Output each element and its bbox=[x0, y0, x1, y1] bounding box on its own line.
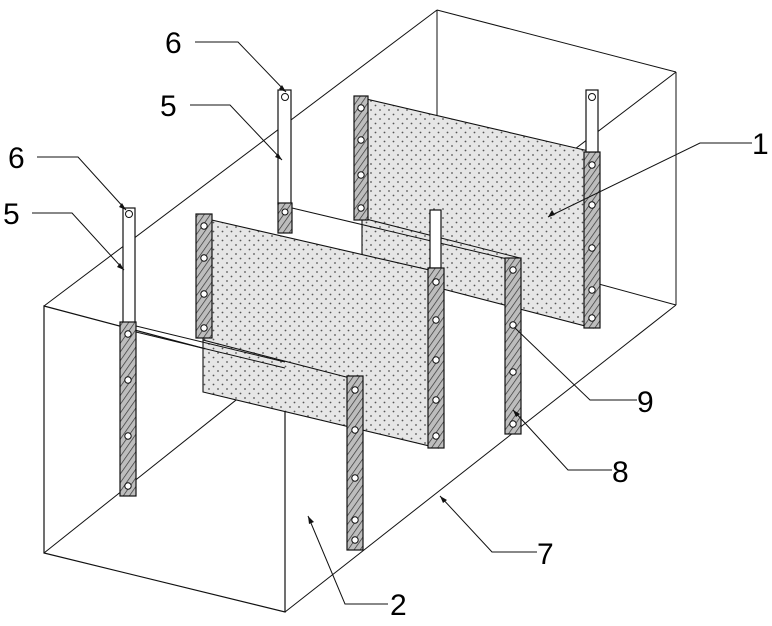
label-8: 8 bbox=[612, 456, 629, 489]
label-5-left: 5 bbox=[3, 198, 20, 231]
front-right-strip bbox=[346, 375, 364, 551]
label-1: 1 bbox=[752, 128, 769, 161]
leader-lines bbox=[32, 41, 752, 605]
right-front-strip bbox=[504, 257, 522, 435]
label-2: 2 bbox=[390, 589, 407, 622]
label-9: 9 bbox=[637, 386, 654, 419]
label-5-top: 5 bbox=[160, 90, 177, 123]
label-7: 7 bbox=[537, 538, 554, 571]
rear-rod-assembly bbox=[277, 89, 521, 269]
front-left-rod-assembly bbox=[119, 207, 286, 497]
front-mesh-panel bbox=[195, 213, 445, 449]
label-6-left: 6 bbox=[8, 142, 25, 175]
label-6-top: 6 bbox=[165, 27, 182, 60]
